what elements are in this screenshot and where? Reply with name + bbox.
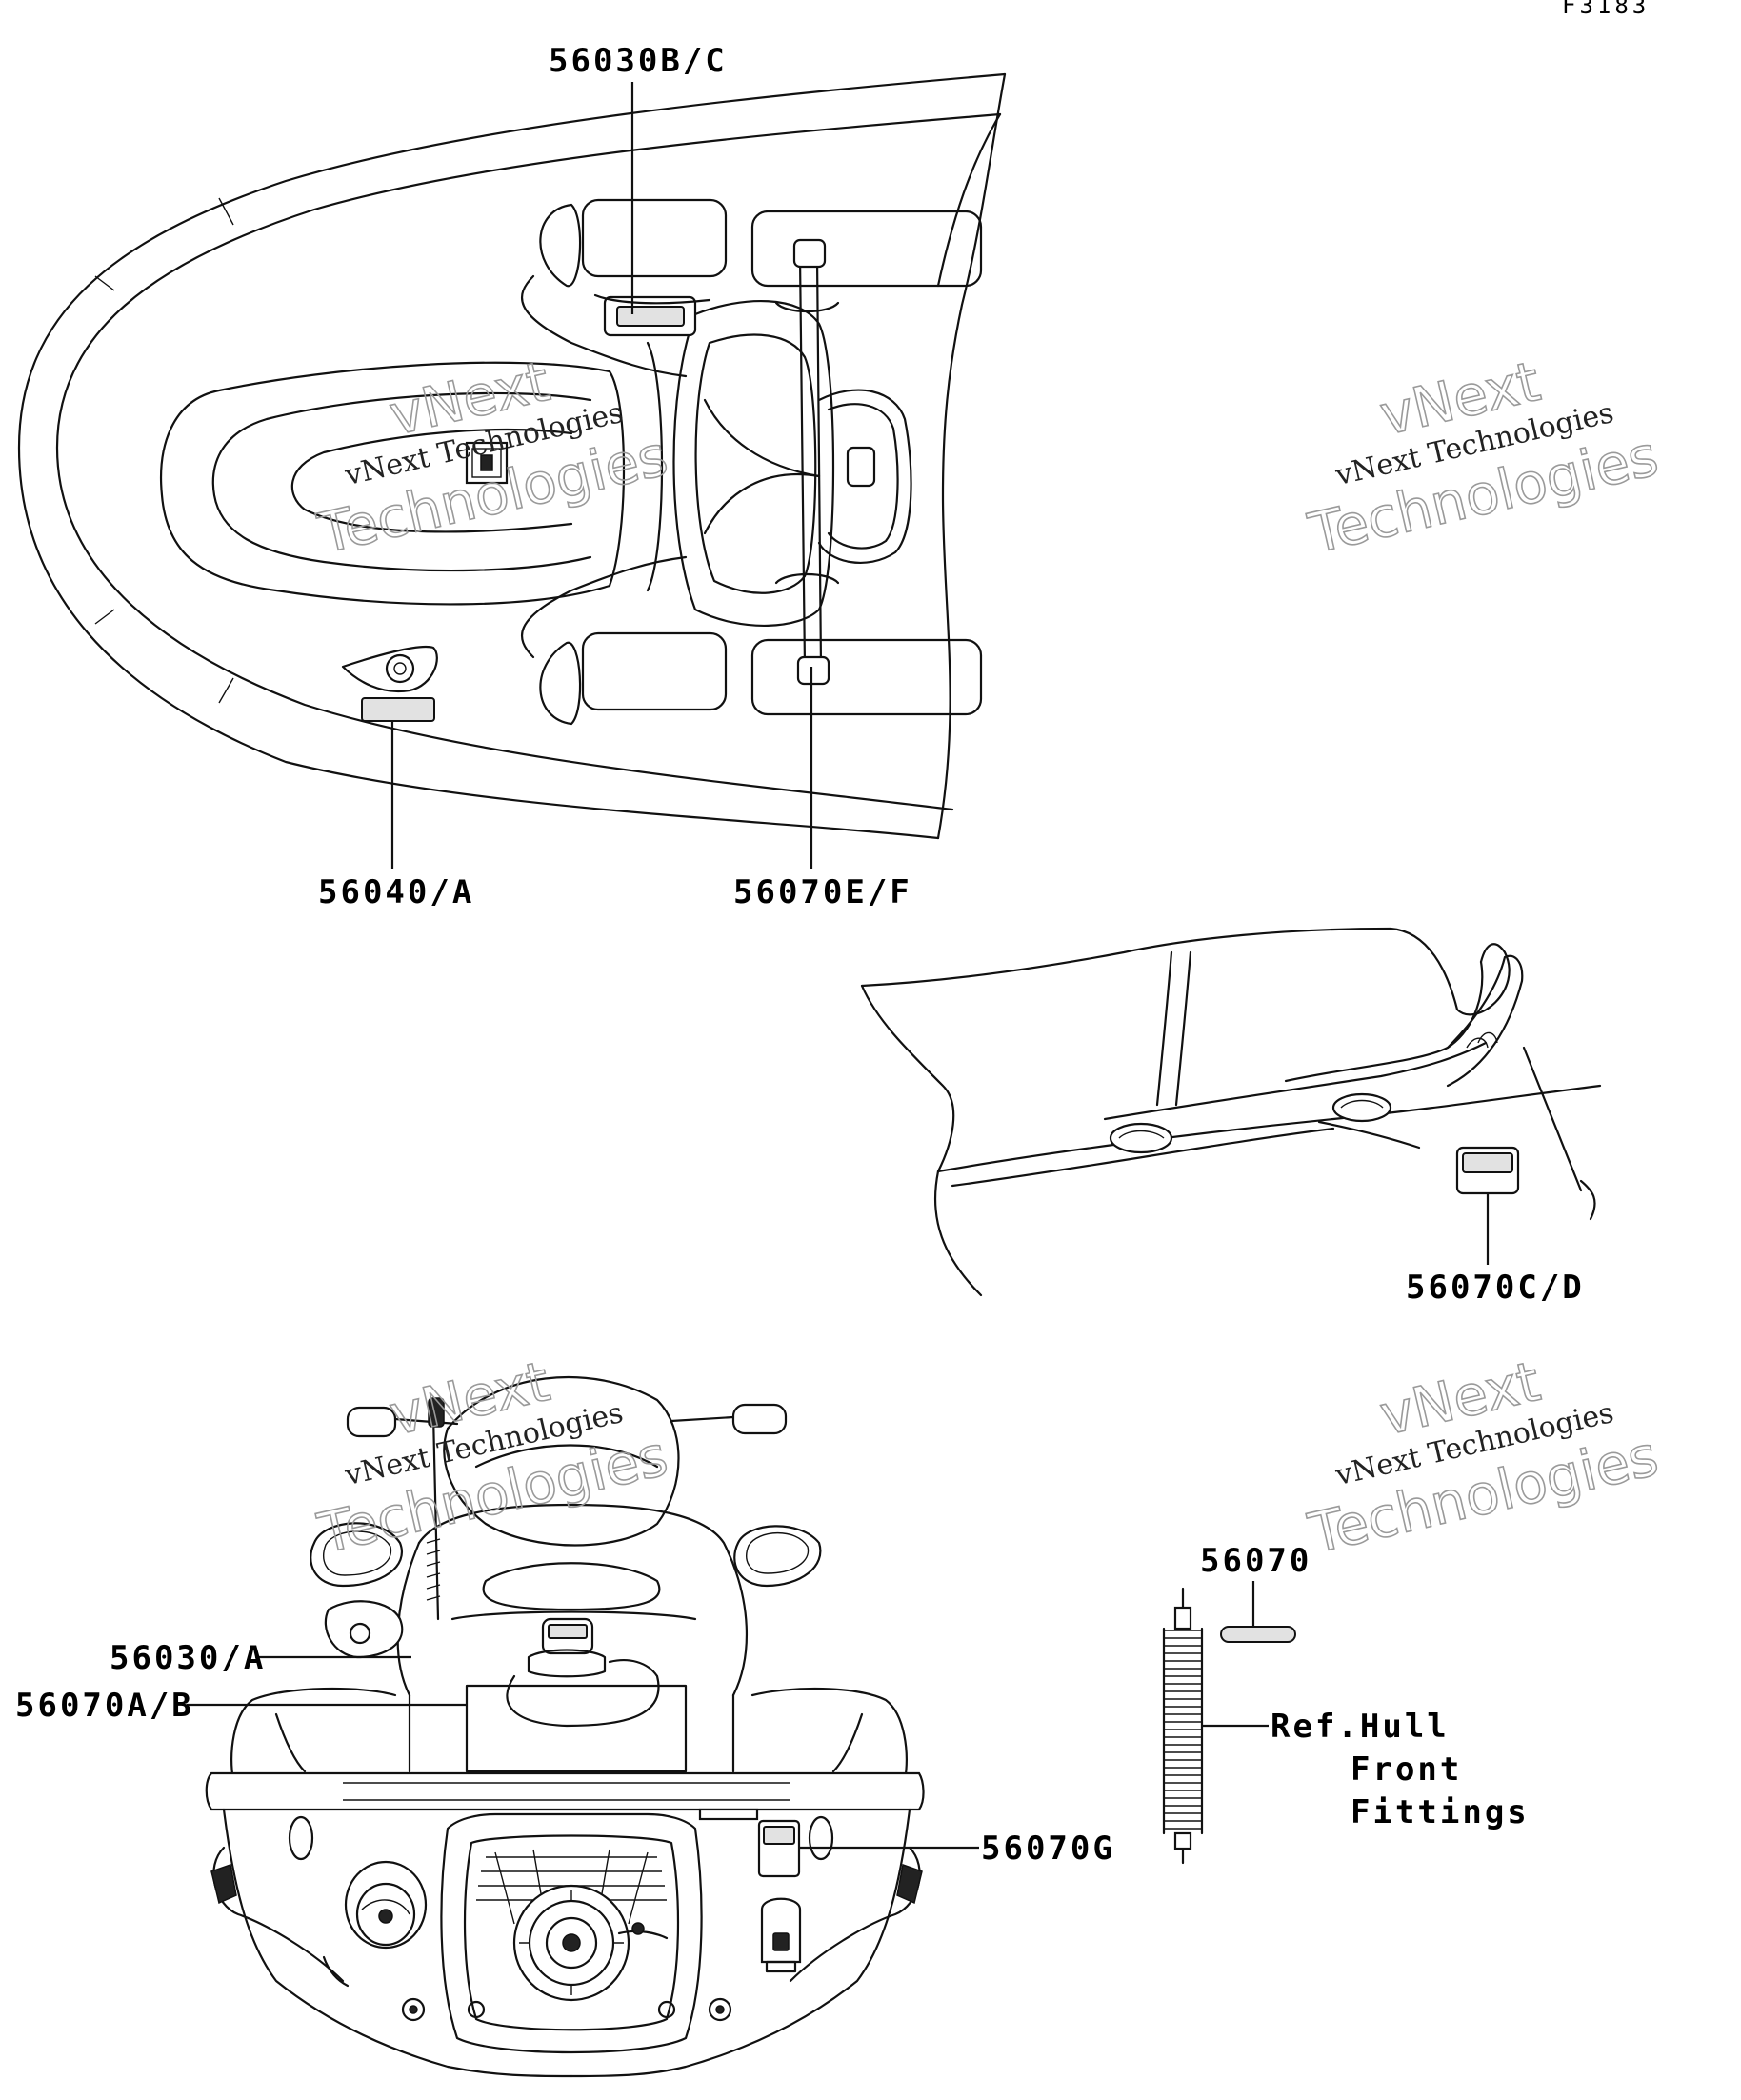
rear-view <box>205 1375 925 2078</box>
ref-front-label: Front <box>1351 1750 1462 1789</box>
callout-56030BC: 56030B/C <box>549 42 728 80</box>
callout-56070: 56070 <box>1200 1542 1311 1580</box>
watermark-2: vNext vNext Technologies Technologies <box>1302 348 1665 567</box>
side-view-seat <box>860 927 1602 1297</box>
ref-hull-front-fitting <box>1162 1587 1296 1865</box>
callout-56070G: 56070G <box>981 1830 1115 1868</box>
callout-56070CD: 56070C/D <box>1406 1269 1585 1307</box>
ref-fittings-label: Fittings <box>1351 1793 1530 1831</box>
ref-hull-label: Ref.Hull <box>1271 1708 1450 1746</box>
watermark-4: vNext vNext Technologies Technologies <box>1302 1348 1665 1567</box>
callout-56030A: 56030/A <box>110 1639 266 1677</box>
callout-56070EF: 56070E/F <box>733 873 912 911</box>
callout-56070AB: 56070A/B <box>15 1687 194 1725</box>
callout-56040A: 56040/A <box>318 873 474 911</box>
watermark-3: vNext vNext Technologies Technologies <box>311 1348 674 1567</box>
top-view-bow <box>17 72 1007 840</box>
diagram-code: F3183 <box>1562 0 1650 19</box>
